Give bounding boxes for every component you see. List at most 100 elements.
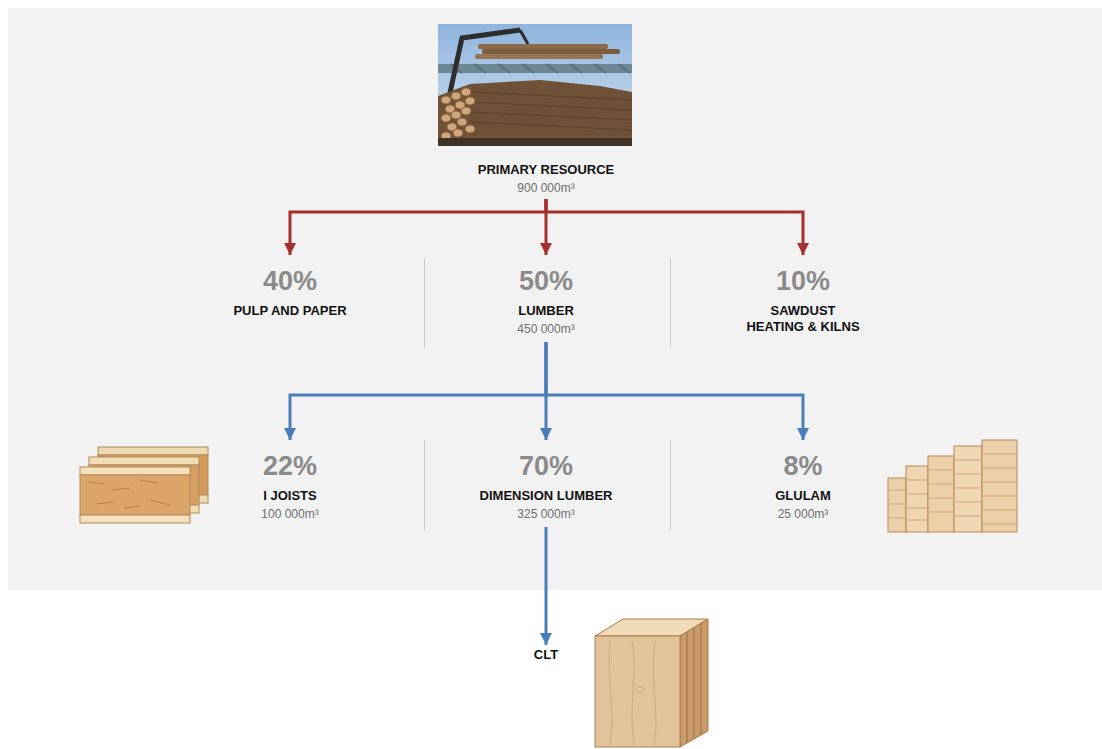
clt-illustration	[595, 619, 708, 747]
strand	[124, 506, 140, 508]
product-node: 8%GLULAM25 000m³	[769, 440, 837, 527]
clt-side-face	[680, 619, 708, 747]
percentage-value: 8%	[775, 450, 831, 482]
bridge-truss	[450, 64, 630, 73]
log-end	[461, 107, 471, 115]
lamination	[928, 484, 954, 485]
glulam-beam	[906, 466, 928, 532]
grain-line	[632, 640, 634, 745]
lamination	[954, 460, 982, 461]
strand	[150, 500, 170, 505]
ground	[438, 138, 632, 146]
node-title: DIMENSION LUMBER	[480, 488, 613, 504]
osb-texture	[88, 480, 170, 508]
grain-line	[609, 640, 612, 745]
log-line	[470, 112, 632, 120]
lamination	[954, 502, 982, 503]
node-title: PULP AND PAPER	[233, 303, 346, 319]
log-end	[465, 125, 475, 133]
node-title: PRIMARY RESOURCE	[478, 162, 615, 178]
log-end	[451, 111, 461, 119]
node-title: SAWDUST HEATING & KILNS	[743, 303, 864, 335]
log	[482, 49, 620, 54]
web	[80, 475, 190, 515]
flange	[98, 447, 208, 455]
node-title: I JOISTS	[261, 488, 318, 504]
product-node: 22% I JOISTS 100 000m³	[255, 440, 324, 527]
lamination	[982, 454, 1017, 455]
lamination	[906, 480, 928, 481]
flow-arrow	[546, 199, 803, 255]
log	[478, 44, 608, 49]
flow-arrow	[290, 342, 546, 440]
sky	[438, 24, 632, 146]
product-node: 50%LUMBER450 000m³	[511, 255, 580, 342]
grapple	[520, 30, 528, 44]
log-line	[470, 102, 632, 110]
log-end	[453, 129, 463, 137]
log-end	[465, 97, 475, 105]
lamination	[982, 524, 1017, 525]
volume-value: 450 000m³	[517, 322, 574, 336]
volume-value: 900 000m³	[478, 181, 615, 195]
log-end	[441, 114, 451, 122]
flow-arrow	[290, 199, 546, 255]
clt-layer	[701, 623, 702, 735]
flow-arrow	[544, 527, 547, 645]
log-end	[451, 92, 461, 100]
lamination	[982, 496, 1017, 497]
log-end	[457, 118, 467, 126]
volume-value: 25 000m³	[775, 507, 831, 521]
lamination	[906, 508, 928, 509]
glulam-illustration	[888, 440, 1017, 532]
strand	[112, 488, 130, 490]
knot	[636, 687, 644, 693]
product-node: 40%PULP AND PAPER	[227, 255, 352, 325]
divider-line	[670, 258, 671, 348]
lamination	[888, 490, 906, 491]
log-line	[470, 122, 632, 130]
lamination	[954, 474, 982, 475]
lamination	[982, 468, 1017, 469]
lamination	[888, 518, 906, 519]
glulam-beam	[928, 456, 954, 532]
product-node: 70%DIMENSION LUMBER325 000m³	[474, 440, 619, 527]
lamination	[928, 512, 954, 513]
percentage-value: 22%	[261, 450, 318, 482]
divider-line	[424, 440, 425, 530]
log-end	[441, 96, 451, 104]
percentage-value: 70%	[480, 450, 613, 482]
volume-value: 100 000m³	[261, 507, 318, 521]
i-joist	[80, 467, 190, 523]
truss-bar	[546, 64, 558, 73]
i-joist-illustration	[80, 447, 208, 523]
laminations	[888, 454, 1017, 524]
log-end	[461, 88, 471, 96]
glulam-beam	[888, 478, 906, 532]
truss-bar	[498, 64, 510, 73]
divider-line	[670, 440, 671, 530]
flange	[80, 515, 190, 523]
lamination	[928, 470, 954, 471]
lamination	[954, 488, 982, 489]
truss-bar	[474, 64, 486, 73]
lamination	[954, 516, 982, 517]
strand	[96, 502, 114, 504]
glulam-beam	[982, 440, 1017, 532]
log	[475, 54, 603, 59]
log-pile-lines	[470, 92, 632, 130]
strand	[140, 480, 158, 483]
glulam-beam	[954, 446, 982, 532]
lamination	[906, 494, 928, 495]
clt-layer	[694, 627, 695, 739]
bridge-beam	[438, 64, 632, 73]
flange	[80, 467, 190, 475]
truss-bar	[570, 64, 582, 73]
truss-bar	[618, 64, 630, 73]
log-line	[470, 92, 632, 100]
flange	[89, 457, 199, 465]
truss-bar	[522, 64, 534, 73]
node-title: CLT	[534, 647, 558, 663]
held-logs	[475, 44, 620, 59]
